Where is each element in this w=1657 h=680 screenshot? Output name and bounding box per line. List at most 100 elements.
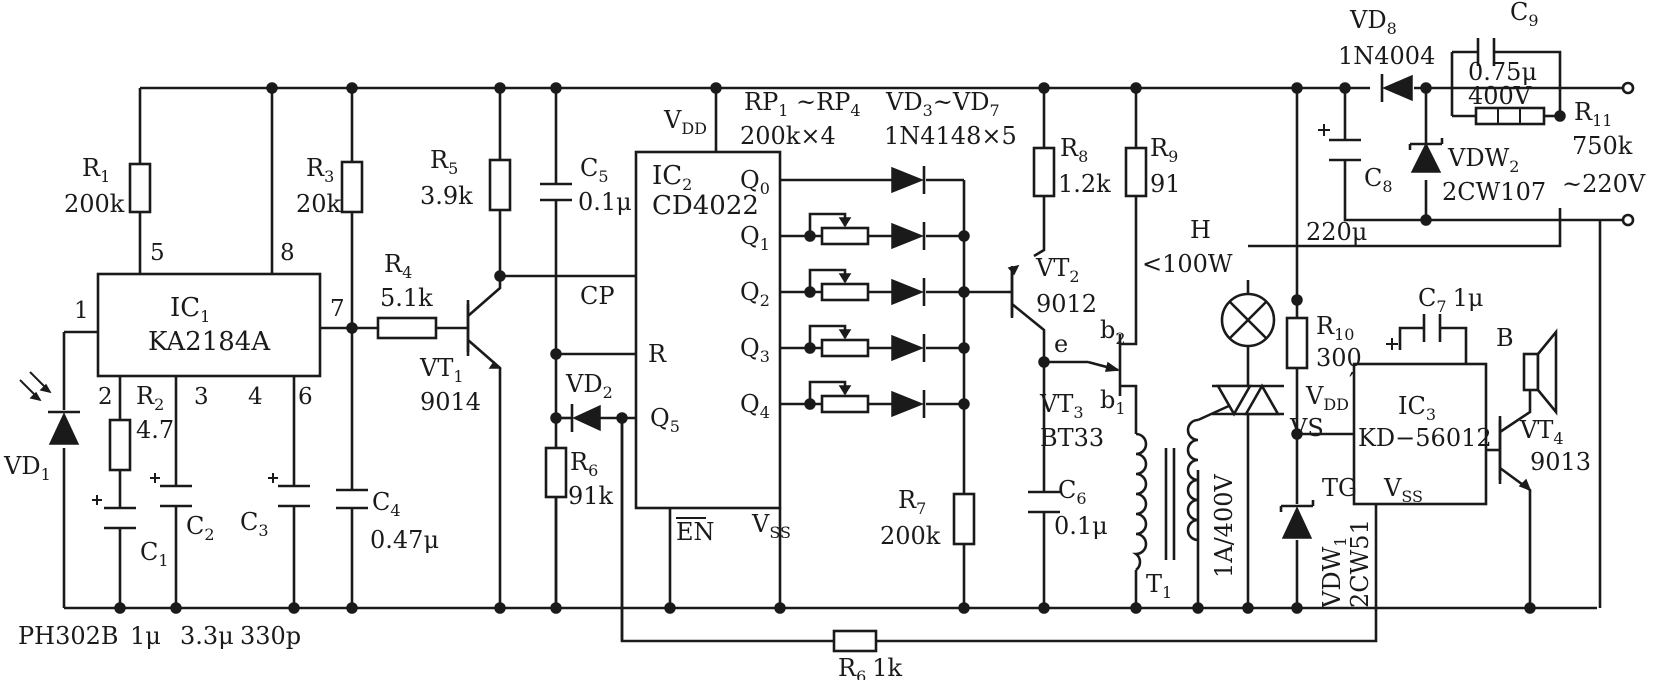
junction-dot (266, 82, 278, 94)
vt4-part: 9013 (1530, 448, 1591, 476)
c6-label: C6 (1058, 476, 1087, 508)
r9-label: R9 (1150, 134, 1178, 166)
capacitor-c4 (336, 488, 368, 510)
ic2-en: EN (676, 518, 715, 546)
ic2-q2: Q2 (740, 278, 770, 310)
c2-value: 3.3μ (180, 622, 234, 650)
resistor-r6 (544, 446, 568, 499)
junction-dot (958, 286, 970, 298)
junction-dot (664, 602, 676, 614)
diode-vd3 (891, 166, 926, 194)
junction-dot (1339, 82, 1351, 94)
junction-dot (1038, 602, 1050, 614)
ic1-part-label: KA2184A (148, 327, 271, 357)
rp-label: RP1 ~RP4 (744, 88, 861, 120)
junction-dot (1420, 214, 1432, 226)
c5-value: 0.1μ (578, 188, 632, 216)
c8-value: 220μ (1306, 218, 1367, 246)
ic2-vss: VSS (751, 510, 791, 542)
vd37-label: VD3~VD7 (885, 88, 1000, 120)
r7-label: R7 (898, 486, 926, 518)
lamp-label: H (1190, 216, 1211, 244)
diode-vd4 (891, 222, 926, 250)
resistor-r6-1k (832, 629, 878, 653)
rp-value: 200k×4 (740, 122, 836, 150)
c5-label: C5 (580, 154, 609, 186)
r2-label: R2 (136, 382, 164, 414)
lamp-h (1220, 292, 1276, 348)
junction-dot (550, 348, 562, 360)
c4-value: 0.47μ (370, 526, 439, 554)
ic2-q0: Q0 (740, 166, 770, 198)
ic1-pin6: 6 (298, 384, 313, 410)
capacitor-c7 (1386, 314, 1442, 350)
labels: IC1 KA2184A 1 2 3 4 5 6 7 8 R1 200k R2 4… (3, 0, 1646, 680)
ic2-part: CD4022 (652, 191, 759, 221)
ic3-vss: VSS (1383, 474, 1423, 506)
r3-value: 20k (296, 190, 342, 218)
junction-dot (958, 602, 970, 614)
c9-label: C9 (1510, 0, 1539, 30)
r7-value: 200k (880, 522, 941, 550)
junction-dot (1192, 602, 1204, 614)
junction-dot (1130, 602, 1142, 614)
junction-dots (114, 82, 1566, 614)
junction-dot (1524, 602, 1536, 614)
zener-vdw2 (1408, 138, 1444, 173)
junction-dot (804, 230, 816, 242)
junction-dot (494, 270, 506, 282)
r10-value: 300 (1316, 344, 1362, 372)
ic1-pin1: 1 (74, 298, 89, 324)
vt3-b2: b2 (1100, 316, 1126, 348)
c3-label: C3 (240, 508, 269, 540)
resistor-r8 (1032, 146, 1056, 198)
r4-value: 5.1k (380, 284, 433, 312)
r11-value: 750k (1572, 132, 1633, 160)
potentiometer-rp4 (820, 394, 870, 414)
diode-vd2 (570, 404, 601, 432)
junction-dot (804, 398, 816, 410)
ic1-pin7: 7 (330, 296, 345, 322)
vt1-label: VT1 (419, 354, 464, 386)
potentiometer-rp2 (820, 282, 870, 302)
r11-label: R11 (1574, 98, 1612, 130)
vt1-part: 9014 (420, 388, 481, 416)
capacitor-c6 (1028, 490, 1060, 514)
triac-label: VS (1289, 414, 1324, 442)
lamp-value: <100W (1142, 250, 1233, 278)
ic2-body (634, 150, 782, 510)
vt2-label: VT2 (1035, 254, 1080, 286)
t1-label: T1 (1146, 570, 1172, 602)
resistor-r9 (1124, 146, 1148, 198)
ic3-part: KD−56012 (1358, 424, 1492, 452)
c1-value: 1μ (130, 622, 161, 650)
ic1-pin4: 4 (248, 384, 263, 410)
capacitor-c5 (540, 182, 572, 202)
ic2-q1: Q1 (740, 222, 770, 254)
resistor-r7 (952, 492, 976, 546)
capacitor-c2 (150, 473, 192, 508)
junction-dot (804, 342, 816, 354)
junction-dot (288, 602, 300, 614)
junction-dot (1291, 82, 1303, 94)
ic2-label: IC2 (652, 161, 692, 194)
ic3-label: IC3 (1398, 392, 1436, 424)
ic3-tg: TG (1322, 474, 1357, 502)
c2-label: C2 (186, 512, 215, 544)
ic1-pin3: 3 (194, 384, 209, 410)
diode-vd6 (891, 334, 926, 362)
vt4-label: VT4 (1519, 416, 1564, 448)
r9-value: 91 (1150, 170, 1181, 198)
junction-dot (550, 412, 562, 424)
r8-value: 1.2k (1058, 170, 1111, 198)
diode-vd7 (891, 390, 926, 418)
ic2-q5: Q5 (650, 404, 680, 436)
capacitor-c8 (1318, 124, 1361, 162)
vd1-part-label: PH302B (18, 622, 119, 650)
vt3-part: BT33 (1040, 424, 1104, 452)
junction-dot (1291, 428, 1303, 440)
resistor-r10 (1285, 316, 1309, 370)
ic1-pin5: 5 (150, 240, 165, 266)
junction-dot (1038, 82, 1050, 94)
